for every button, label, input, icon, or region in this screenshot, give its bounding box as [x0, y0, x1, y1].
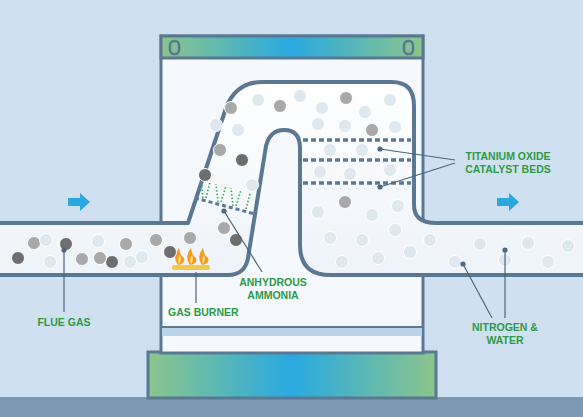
callout-label: FLUE GAS [24, 316, 104, 329]
gas-particle [356, 234, 369, 247]
gas-particle [225, 102, 238, 115]
gas-particle [562, 240, 575, 253]
gas-particle [372, 252, 385, 265]
gas-particle [210, 119, 223, 132]
gas-particle [389, 121, 402, 134]
gas-particles [12, 90, 575, 269]
gas-particle [12, 252, 25, 265]
gas-particle [339, 196, 352, 209]
gas-particle [106, 256, 119, 269]
gas-particle [312, 118, 325, 131]
gas-particle [199, 169, 212, 182]
housing-line [162, 326, 422, 328]
top-knob [404, 41, 413, 54]
gas-particle [449, 256, 462, 269]
gas-particle [92, 235, 105, 248]
gas-particle [340, 92, 353, 105]
gas-particle [164, 246, 177, 259]
gas-particle [324, 232, 337, 245]
gas-particle [316, 102, 329, 115]
gas-particle [218, 222, 231, 235]
gas-particle [94, 252, 107, 265]
gas-particle [252, 94, 265, 107]
callout-label: ANHYDROUS AMMONIA [228, 276, 318, 302]
gas-particle [366, 124, 379, 137]
gas-particle [184, 232, 197, 245]
gas-particle [232, 124, 245, 137]
gas-particle [336, 256, 349, 269]
gas-particle [136, 251, 149, 264]
callout-label: TITANIUM OXIDE CATALYST BEDS [458, 150, 558, 176]
gas-particle [246, 179, 259, 192]
callout-label: NITROGEN & WATER [462, 321, 548, 347]
duct [0, 82, 583, 275]
leader-lines [62, 147, 507, 318]
top-knob [170, 41, 179, 54]
gas-particle [236, 154, 249, 167]
gas-particle [339, 120, 352, 133]
injection-grid [195, 198, 255, 214]
gas-particle [150, 234, 163, 247]
gas-particle [344, 168, 357, 181]
gas-particle [404, 246, 417, 259]
gas-particle [120, 238, 133, 251]
gas-particle [312, 206, 325, 219]
gas-particle [542, 256, 555, 269]
gas-particle [474, 238, 487, 251]
floor [0, 397, 583, 417]
gas-particle [28, 237, 41, 250]
gas-particle [366, 209, 379, 222]
gas-particle [314, 166, 327, 179]
gas-particle [356, 144, 369, 157]
flow-arrow [68, 193, 90, 211]
gas-particle [392, 200, 405, 213]
top-bar [161, 36, 423, 58]
gas-particle [40, 234, 53, 247]
gas-particle [384, 94, 397, 107]
gas-particle [124, 256, 137, 269]
callout-label: GAS BURNER [168, 306, 268, 319]
gas-particle [44, 256, 57, 269]
gas-particle [424, 234, 437, 247]
base-plinth [148, 352, 436, 398]
catalyst-beds [303, 140, 411, 183]
gas-particle [359, 106, 372, 119]
gas-particle [274, 100, 287, 113]
gas-particle [214, 144, 227, 157]
gas-particle [294, 90, 307, 103]
gas-particle [324, 144, 337, 157]
housing-band [162, 327, 422, 336]
gas-burner [172, 248, 210, 270]
gas-particle [384, 164, 397, 177]
gas-particle [230, 234, 243, 247]
ammonia-spray [201, 180, 250, 209]
gas-particle [389, 224, 402, 237]
gas-particle [522, 237, 535, 250]
flow-arrow [497, 193, 519, 211]
gas-particle [76, 253, 89, 266]
